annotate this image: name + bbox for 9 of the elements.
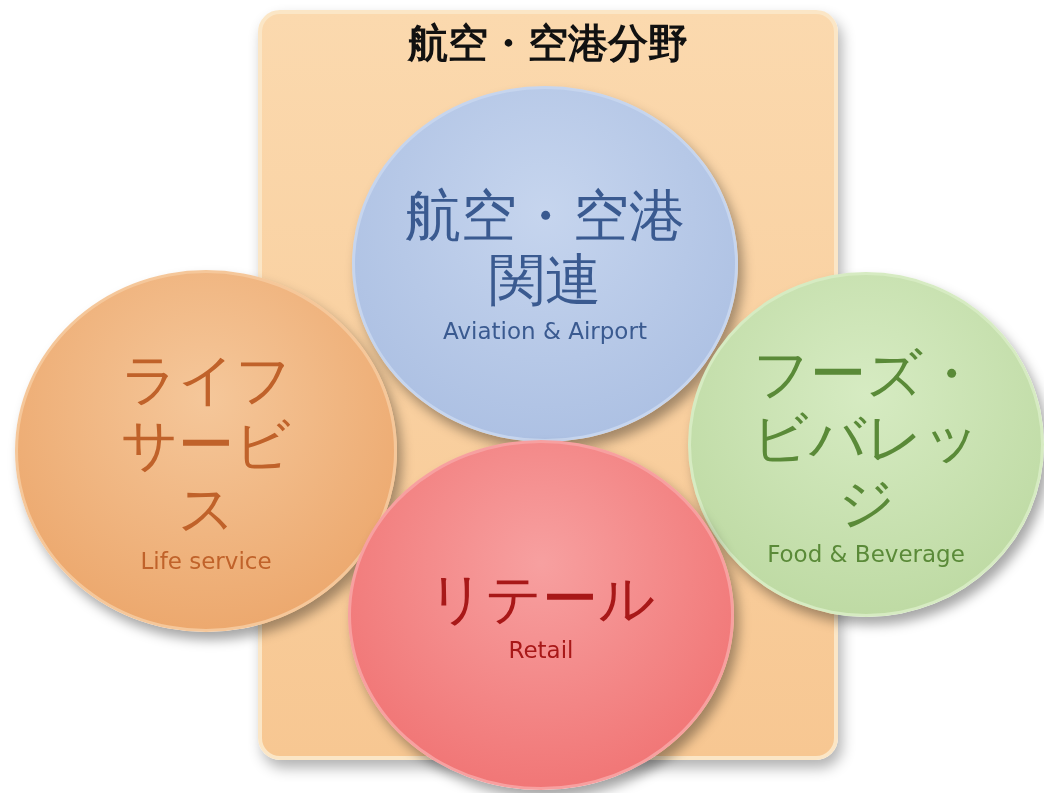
category-title: リテール <box>426 566 656 632</box>
category-title: フーズ・ビバレッジ <box>751 341 981 536</box>
category-subtitle: Aviation & Airport <box>443 318 647 345</box>
category-subtitle: Food & Beverage <box>767 541 965 568</box>
panel-title: 航空・空港分野 <box>406 19 689 68</box>
category-title: ライフサービス <box>119 348 293 542</box>
category-subtitle: Retail <box>508 637 574 664</box>
category-subtitle: Life service <box>140 547 272 574</box>
category-title: 航空・空港関連 <box>405 183 685 313</box>
